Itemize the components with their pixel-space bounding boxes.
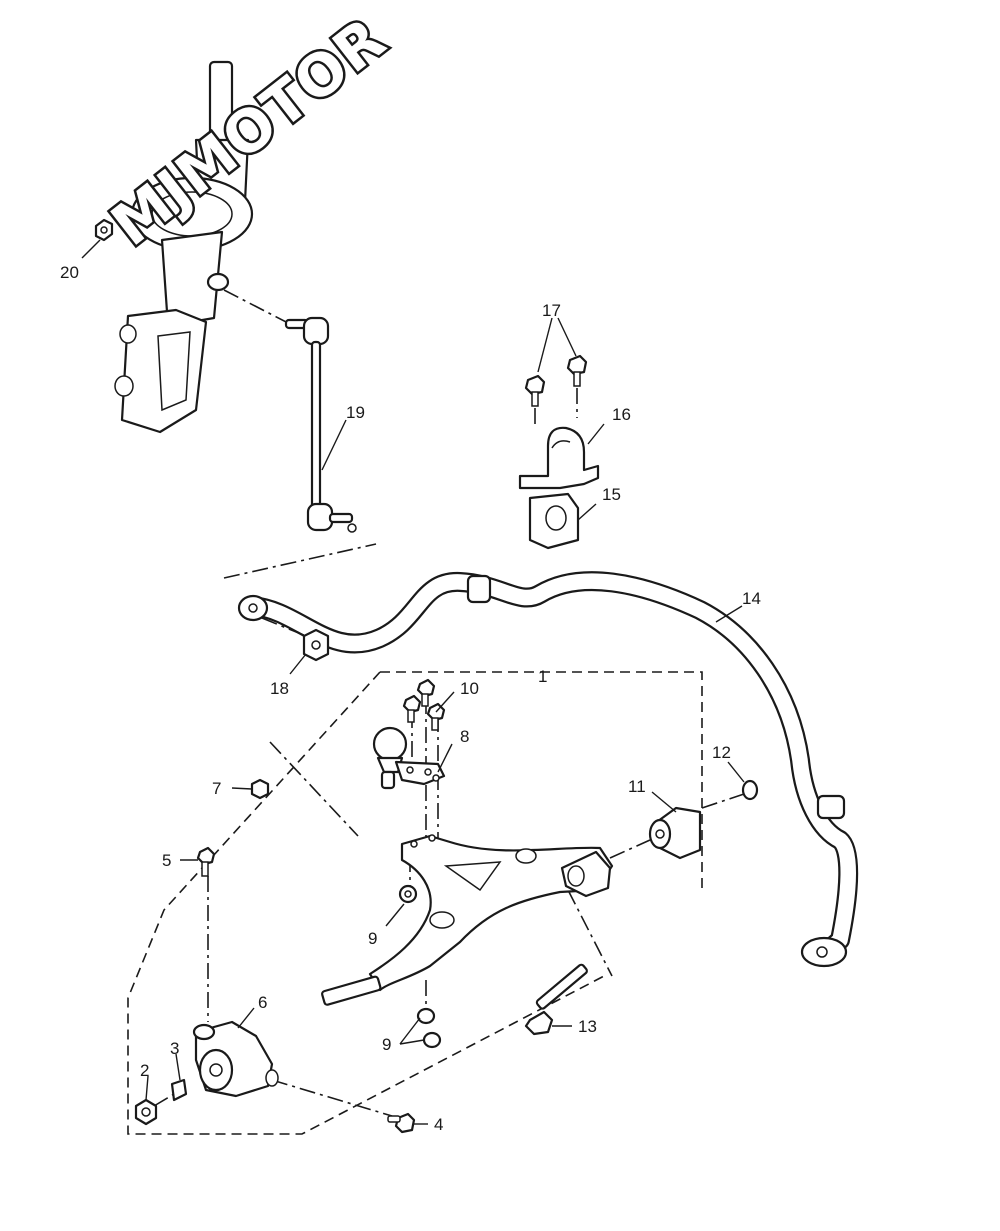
callout-2: 2 xyxy=(140,1061,149,1080)
callout-3: 3 xyxy=(170,1039,179,1058)
callout-14: 14 xyxy=(742,589,761,608)
callout-15: 15 xyxy=(602,485,621,504)
nut-part-20 xyxy=(94,218,114,242)
bushing-part-15 xyxy=(528,492,580,550)
callout-17: 17 xyxy=(542,301,561,320)
callout-6: 6 xyxy=(258,993,267,1012)
callout-13: 13 xyxy=(578,1017,597,1036)
callout-10: 10 xyxy=(460,679,479,698)
stabilizer-link-part-19 xyxy=(223,289,357,533)
nut-part-2 xyxy=(134,1093,175,1126)
assembly-lines xyxy=(127,543,745,1135)
callout-8: 8 xyxy=(460,727,469,746)
callout-18: 18 xyxy=(270,679,289,698)
bolt-part-13 xyxy=(524,963,588,1036)
callout-19: 19 xyxy=(346,403,365,422)
bolts-part-10 xyxy=(402,678,446,731)
callout-12: 12 xyxy=(712,743,731,762)
washer-part-12 xyxy=(741,779,759,801)
bracket-part-16 xyxy=(518,426,600,490)
strut-assembly xyxy=(114,60,254,434)
nut-part-18 xyxy=(261,617,330,662)
bushing-part-11 xyxy=(648,806,702,860)
callout-1: 1 xyxy=(538,667,547,686)
nut-part-7 xyxy=(250,778,270,800)
rear-bushing-bracket-part-6 xyxy=(192,1020,279,1098)
lower-control-arm xyxy=(321,834,614,1006)
callout-4: 4 xyxy=(434,1115,443,1134)
stabilizer-bar-part-14 xyxy=(237,571,859,968)
callout-16: 16 xyxy=(612,405,631,424)
callout-20: 20 xyxy=(60,263,79,282)
bolt-part-4 xyxy=(387,1112,416,1134)
callout-5: 5 xyxy=(162,851,171,870)
bolt-part-5 xyxy=(196,846,216,877)
callout-11: 11 xyxy=(628,777,646,796)
bolts-part-17 xyxy=(524,354,588,428)
callout-labels: 1 2 3 4 5 6 7 8 9 9 10 11 12 13 14 15 16… xyxy=(60,263,761,1134)
callout-9a: 9 xyxy=(368,929,377,948)
washers-part-9 xyxy=(398,884,442,1049)
ball-joint-part-8 xyxy=(372,726,446,790)
callout-7: 7 xyxy=(212,779,221,798)
leader-lines xyxy=(81,239,745,1125)
washer-part-3 xyxy=(170,1078,188,1102)
callout-9b: 9 xyxy=(382,1035,391,1054)
